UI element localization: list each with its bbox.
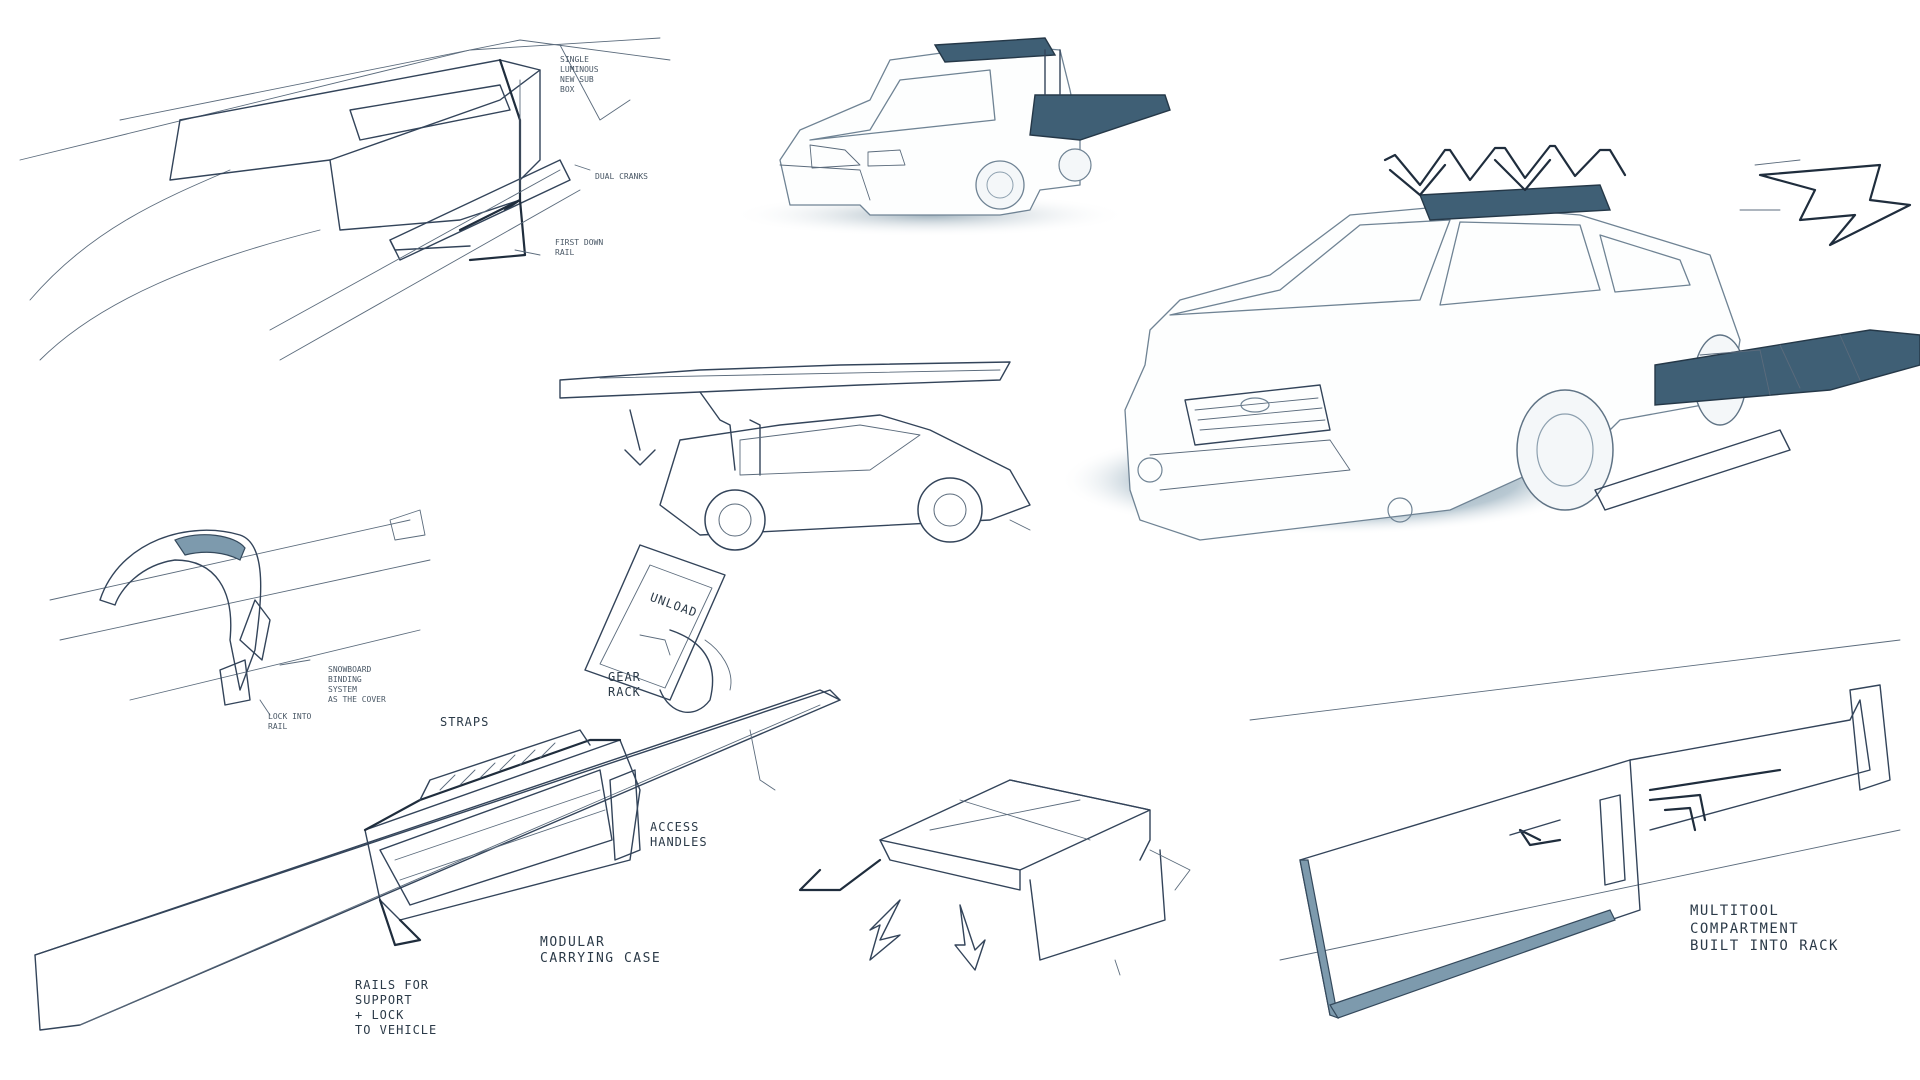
modular-case-sketch xyxy=(34,689,841,1031)
snowboard-binding-sketch xyxy=(49,509,431,716)
tablet-hand-sketch xyxy=(584,544,732,713)
note-multitool-compartment: MULTITOOL COMPARTMENT BUILT INTO RACK xyxy=(1690,903,1839,954)
note-modular-carrying-case: MODULAR CARRYING CASE xyxy=(540,935,662,967)
note-lock-into-rails: LOCK INTO RAIL xyxy=(268,712,312,731)
folding-rack-sketch xyxy=(798,779,1191,976)
side-profile-sketch xyxy=(559,361,1031,551)
note-first-down-rail: FIRST DOWN RAIL xyxy=(555,238,604,257)
note-straps: STRAPS xyxy=(440,715,490,729)
note-snowboard-binding: SNOWBOARD BINDING SYSTEM AS THE COVER xyxy=(328,665,386,704)
car-render-small xyxy=(730,37,1171,237)
note-dual-cranks: DUAL CRANKS xyxy=(595,172,648,181)
note-sled-cover: SINGLE LUMINOUS NEW SUB BOX xyxy=(560,55,599,94)
note-access-handles: ACCESS HANDLES xyxy=(650,820,708,849)
multitool-panel-sketch xyxy=(1249,639,1901,1019)
note-rails-for-support: RAILS FOR SUPPORT + LOCK TO VEHICLE xyxy=(355,978,438,1037)
rooftop-box-sketch xyxy=(19,37,671,361)
note-gear-rack: GEAR RACK xyxy=(608,670,641,699)
car-render-large xyxy=(1060,144,1920,541)
